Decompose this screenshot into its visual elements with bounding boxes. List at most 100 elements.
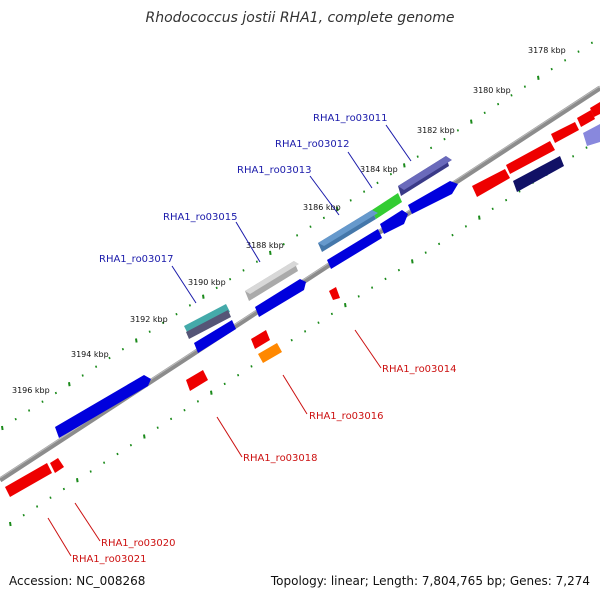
ruler-tick: [170, 417, 173, 421]
gene-label-ro03018[interactable]: RHA1_ro03018: [243, 453, 318, 464]
ruler-tick: [183, 408, 186, 412]
ruler-tick: [590, 41, 593, 45]
forward-strand-features: [55, 124, 600, 438]
ruler-tick: [49, 496, 52, 499]
gene-feature[interactable]: [408, 181, 458, 214]
gene-label-ro03020[interactable]: RHA1_ro03020: [101, 538, 176, 549]
ruler-tick: [68, 382, 71, 387]
gene-feature[interactable]: [184, 304, 230, 334]
ruler-tick: [403, 163, 406, 168]
ruler-tick: [317, 321, 320, 324]
gene-label-ro03016[interactable]: RHA1_ro03016: [309, 411, 384, 422]
ruler-tick: [424, 251, 427, 254]
ruler-tick: [229, 277, 232, 281]
ruler-tick: [156, 426, 159, 429]
ruler-tick: [443, 137, 446, 141]
ruler-tick: [537, 75, 540, 80]
ruler-tick: [304, 330, 307, 333]
ruler-tick: [577, 50, 580, 53]
ruler-tick-label: 3180 kbp: [473, 86, 511, 95]
gene-feature[interactable]: [50, 458, 64, 473]
ruler-tick: [416, 155, 419, 158]
gene-label-ro03021[interactable]: RHA1_ro03021: [72, 554, 147, 565]
gene-feature[interactable]: [186, 370, 208, 391]
ruler-tick: [336, 206, 339, 212]
ruler-tick: [282, 242, 285, 246]
ruler-tick-label: 3188 kbp: [246, 241, 284, 250]
gene-label-ro03012[interactable]: RHA1_ro03012: [275, 139, 350, 150]
ruler-tick: [464, 225, 467, 228]
gene-feature[interactable]: [5, 463, 52, 497]
gene-feature[interactable]: [327, 229, 382, 269]
ruler-tick: [510, 94, 513, 97]
gene-feature[interactable]: [577, 110, 595, 127]
ruler-tick: [215, 286, 218, 290]
ruler-tick-label: 3178 kbp: [528, 46, 566, 55]
ruler-tick: [62, 487, 65, 491]
gene-feature[interactable]: [513, 156, 564, 192]
ruler-tick: [28, 409, 31, 412]
gene-feature[interactable]: [255, 279, 306, 317]
ruler-tick: [376, 181, 379, 185]
ruler-tick: [585, 146, 588, 149]
ruler-tick: [411, 259, 414, 264]
gene-feature[interactable]: [318, 210, 378, 246]
ruler-tick: [41, 400, 44, 403]
ruler-tick: [430, 146, 433, 150]
lower-ruler: [9, 146, 588, 527]
gene-label-ro03013[interactable]: RHA1_ro03013: [237, 165, 312, 176]
ruler-tick: [81, 374, 84, 377]
ruler-tick: [95, 365, 98, 368]
gene-feature[interactable]: [55, 375, 151, 438]
ruler-tick: [309, 225, 312, 228]
ruler-tick: [349, 199, 352, 202]
gene-feature[interactable]: [506, 141, 555, 174]
gene-feature[interactable]: [590, 102, 600, 117]
ruler-tick: [143, 434, 146, 439]
ruler-tick-label: 3196 kbp: [12, 386, 50, 395]
ruler-tick: [175, 312, 178, 316]
ruler-tick: [357, 295, 360, 298]
gene-feature[interactable]: [194, 320, 236, 353]
gene-label-ro03011[interactable]: RHA1_ro03011: [313, 113, 388, 124]
gene-label-ro03014[interactable]: RHA1_ro03014: [382, 364, 457, 375]
gene-feature[interactable]: [551, 122, 579, 143]
gene-feature[interactable]: [186, 310, 231, 339]
ruler-tick: [322, 216, 325, 220]
ruler-tick: [550, 67, 553, 71]
gene-feature[interactable]: [380, 210, 408, 234]
genome-summary-text: Topology: linear; Length: 7,804,765 bp; …: [270, 574, 590, 588]
ruler-tick: [162, 321, 165, 325]
ruler-tick: [116, 452, 119, 456]
ruler-tick: [363, 190, 366, 193]
gene-feature[interactable]: [398, 156, 452, 190]
ruler-tick: [148, 330, 151, 333]
ruler-tick: [389, 172, 392, 176]
gene-feature[interactable]: [472, 169, 510, 197]
ruler-tick-label: 3194 kbp: [71, 350, 109, 359]
gene-feature[interactable]: [372, 193, 402, 219]
ruler-tick: [255, 260, 258, 263]
ruler-tick: [14, 417, 17, 421]
ruler-tick-label: 3190 kbp: [188, 278, 226, 287]
ruler-tick-label: 3182 kbp: [417, 126, 455, 135]
ruler-tick: [237, 373, 240, 377]
reverse-strand-features: [5, 102, 600, 497]
ruler-tick: [451, 233, 454, 237]
ruler-tick: [76, 478, 79, 483]
gene-feature[interactable]: [251, 330, 270, 349]
gene-feature[interactable]: [583, 124, 600, 146]
gene-label-ro03015[interactable]: RHA1_ro03015: [163, 212, 238, 223]
gene-feature[interactable]: [258, 343, 282, 363]
gene-feature[interactable]: [329, 287, 340, 300]
ruler-tick: [344, 302, 347, 308]
gene-label-ro03017[interactable]: RHA1_ro03017: [99, 254, 174, 265]
gene-feature[interactable]: [245, 261, 299, 294]
ruler-tick: [505, 198, 508, 202]
ruler-tick: [22, 513, 25, 517]
label-leaders: [47, 124, 412, 557]
ruler-tick: [397, 268, 400, 272]
ruler-tick: [491, 207, 494, 211]
